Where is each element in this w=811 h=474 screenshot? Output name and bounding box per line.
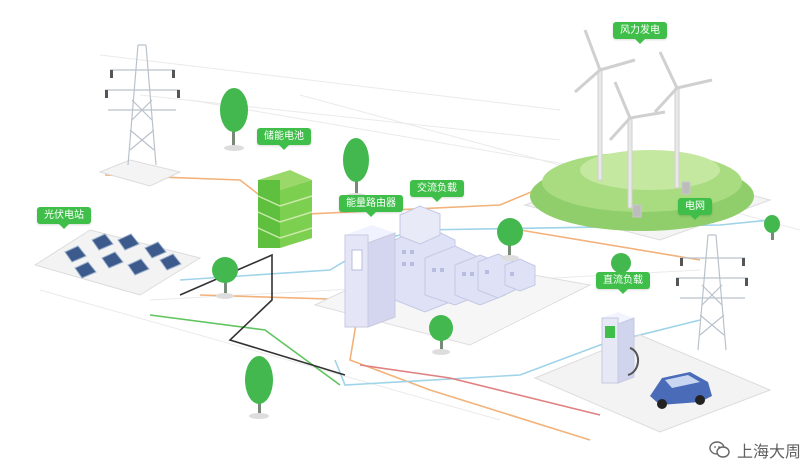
- label-grid: 电网: [678, 198, 712, 220]
- connection-lines: [104, 174, 771, 441]
- tree-icon: [212, 88, 780, 419]
- watermark-text: 上海大周: [736, 442, 801, 461]
- ev-platform: [533, 334, 772, 433]
- electric-car-icon: [650, 372, 712, 409]
- label-solar-station: 光伏电站: [37, 207, 91, 229]
- dark-line: [179, 253, 346, 376]
- label-storage-battery: 储能电池: [257, 128, 311, 150]
- label-energy-router: 能量路由器: [339, 195, 403, 217]
- orange-line: [199, 294, 591, 441]
- orange-line: [519, 229, 701, 261]
- label-wind-power: 风力发电: [613, 22, 667, 44]
- background-lines: [39, 54, 801, 421]
- building-windows: [402, 250, 514, 276]
- tower-platform-left: [98, 159, 182, 187]
- wind-turbine-icon: [574, 29, 713, 218]
- ev-charger-icon: [601, 312, 639, 384]
- energy-router-icon: [344, 225, 396, 328]
- building-icon: [394, 205, 536, 313]
- red-line: [359, 364, 601, 416]
- wind-farm-hill: [530, 150, 754, 231]
- battery-stack-icon: [257, 170, 313, 248]
- label-ac-load: 交流负载: [410, 180, 464, 202]
- transmission-tower-icon: [105, 44, 748, 351]
- orange-line: [104, 174, 561, 216]
- insulators: [105, 70, 748, 286]
- solar-panel-icon: [64, 233, 182, 279]
- watermark: 上海大周: [709, 438, 801, 462]
- wechat-icon: [709, 441, 730, 458]
- label-dc-load: 直流负载: [596, 272, 650, 294]
